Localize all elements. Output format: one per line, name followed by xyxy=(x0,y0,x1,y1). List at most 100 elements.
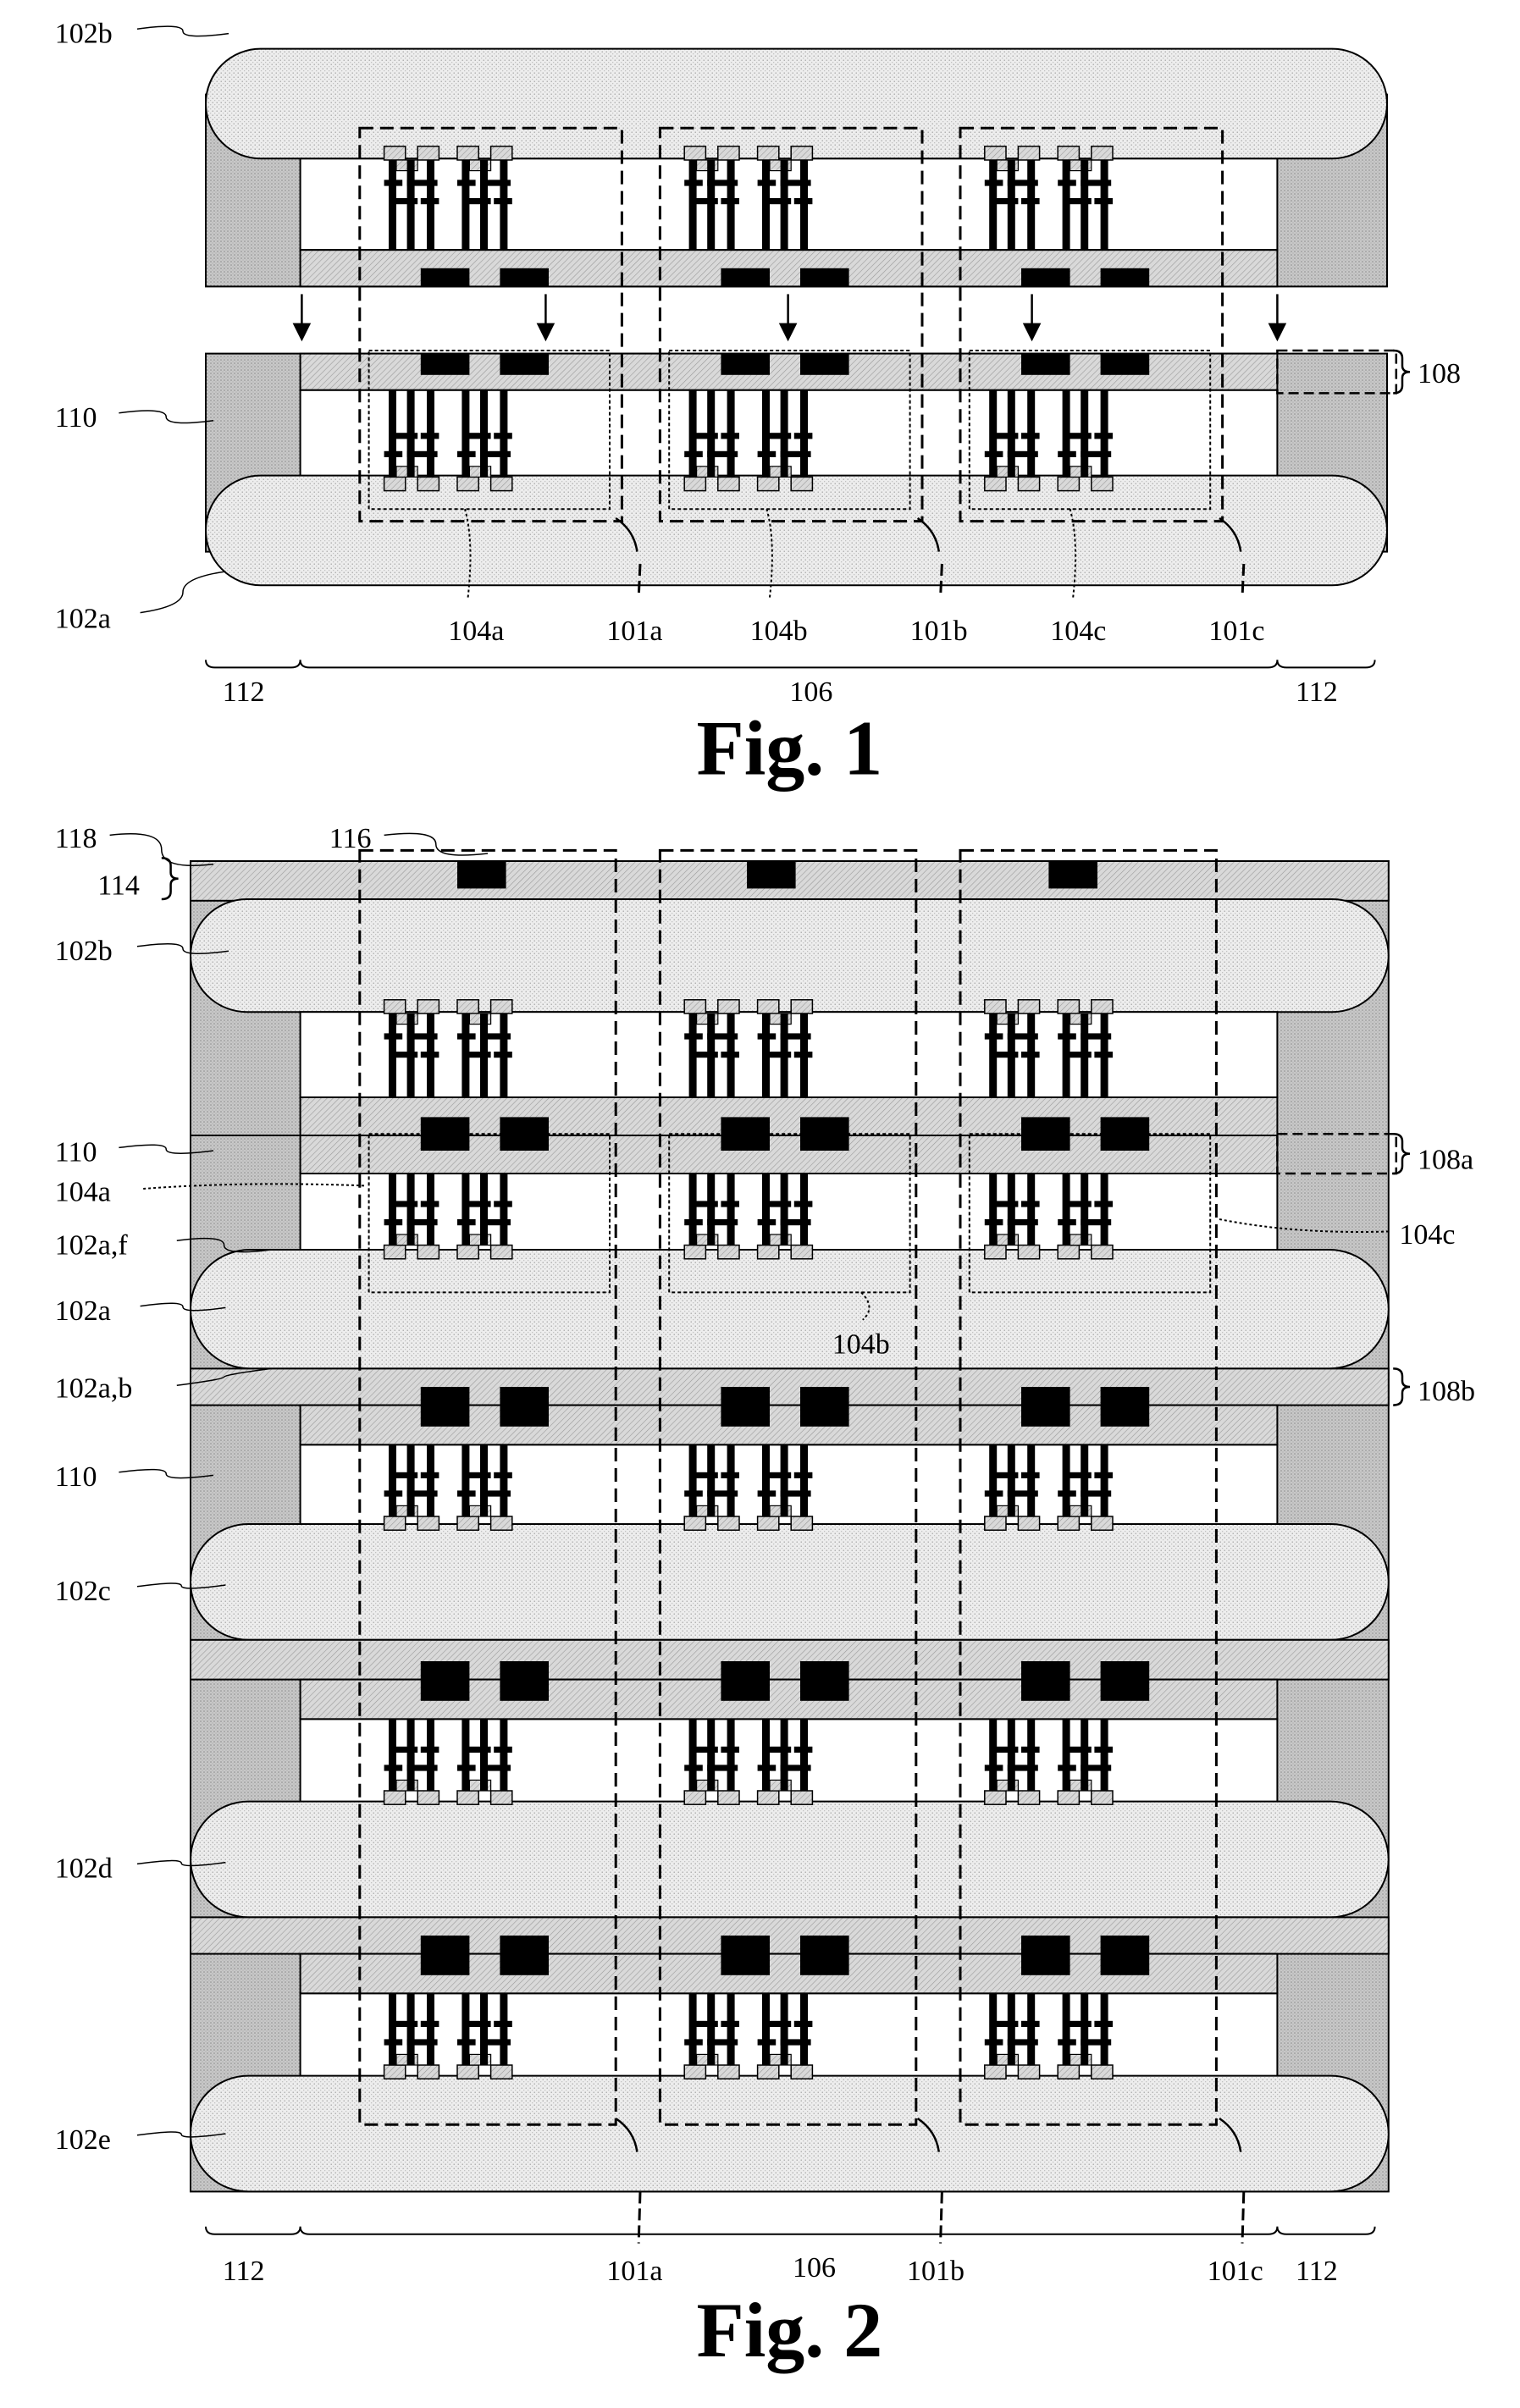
bar xyxy=(766,1201,791,1207)
bar xyxy=(694,1201,718,1207)
bar xyxy=(1094,2021,1113,2027)
bar xyxy=(1008,179,1038,185)
label-102a-b: 102a,b xyxy=(55,1373,133,1405)
label-102b: 102b xyxy=(55,936,113,967)
pad-left xyxy=(1058,2065,1079,2079)
post xyxy=(427,1993,434,2065)
pad-left xyxy=(684,2065,705,2079)
bar xyxy=(694,2021,718,2027)
bar xyxy=(494,1201,512,1207)
pad-left xyxy=(684,146,705,160)
bar xyxy=(758,451,777,457)
pad-right xyxy=(1018,2065,1039,2079)
bar xyxy=(1067,198,1092,204)
post xyxy=(462,160,469,250)
post xyxy=(500,1174,507,1245)
pad-left xyxy=(384,1000,406,1013)
post xyxy=(427,160,434,250)
pad-left xyxy=(457,1000,478,1013)
bar xyxy=(384,1033,403,1039)
post xyxy=(689,1993,697,2065)
post xyxy=(781,1444,788,1516)
post xyxy=(462,1993,469,2065)
bar xyxy=(393,1747,417,1753)
bar xyxy=(721,433,739,439)
cavity-d xyxy=(301,1719,1278,1804)
bond-pad xyxy=(421,1117,470,1151)
f2-cut-line-1 xyxy=(941,2191,942,2243)
bar xyxy=(457,1490,476,1496)
bar xyxy=(781,1765,811,1770)
bar xyxy=(994,1747,1019,1753)
bond-pad xyxy=(457,861,506,888)
post xyxy=(1081,160,1088,250)
bar xyxy=(781,1490,811,1496)
pad-right xyxy=(718,146,739,160)
leader-116 xyxy=(384,833,488,855)
bar xyxy=(1021,2021,1040,2027)
post xyxy=(1063,1993,1070,2065)
die-102c xyxy=(191,1524,1389,1640)
label-region_a: 104a xyxy=(448,616,504,647)
bar xyxy=(721,1201,739,1207)
pad-right xyxy=(718,1245,739,1259)
bar xyxy=(794,1201,813,1207)
bond-pad xyxy=(500,354,549,375)
pad-right xyxy=(417,1791,439,1804)
label-106: 106 xyxy=(789,677,832,708)
pad-left xyxy=(1058,477,1079,490)
pad-right xyxy=(491,1516,512,1530)
bond-pad xyxy=(800,268,849,287)
post xyxy=(407,1174,415,1245)
pad-left xyxy=(1058,1791,1079,1804)
bar xyxy=(781,2039,811,2045)
post xyxy=(727,1444,735,1516)
pad-left xyxy=(457,477,478,490)
bar xyxy=(994,433,1019,439)
post xyxy=(462,1719,469,1791)
label-cut_c: 101c xyxy=(1208,616,1264,647)
brace-108b xyxy=(1393,1368,1410,1405)
bond-pad xyxy=(421,1387,470,1427)
bar xyxy=(994,1201,1019,1207)
bar xyxy=(794,433,813,439)
post xyxy=(389,1993,396,2065)
bond-layer-d xyxy=(191,1640,1389,1680)
post xyxy=(781,1174,788,1245)
bar xyxy=(480,2039,511,2045)
post xyxy=(1027,1719,1035,1791)
bar xyxy=(1008,1219,1038,1225)
cavity-e xyxy=(301,1993,1278,2079)
die-102b-2 xyxy=(191,899,1389,1012)
bar xyxy=(457,1765,476,1770)
post xyxy=(989,1993,997,2065)
bar xyxy=(985,451,1003,457)
pad-left xyxy=(684,1245,705,1259)
pad-right xyxy=(1092,1791,1113,1804)
bar xyxy=(707,1765,738,1770)
f2-tree-b-0-1 xyxy=(457,1000,512,1097)
bar xyxy=(494,198,512,204)
pad-right xyxy=(791,1791,812,1804)
bar xyxy=(684,1490,703,1496)
bar xyxy=(781,1219,811,1225)
post xyxy=(989,1174,997,1245)
post xyxy=(500,1719,507,1791)
post xyxy=(1027,1444,1035,1516)
pad-right xyxy=(491,2065,512,2079)
post xyxy=(1008,1174,1015,1245)
pad-left xyxy=(985,477,1006,490)
f2-cut-line-2 xyxy=(1242,2191,1244,2243)
cavity-104 xyxy=(301,1174,1278,1259)
bar xyxy=(1021,1747,1040,1753)
post xyxy=(781,160,788,250)
top-tree-1-0 xyxy=(684,146,739,250)
top-tree-2-1 xyxy=(1058,146,1113,250)
bar xyxy=(1067,1472,1092,1478)
post xyxy=(1063,1719,1070,1791)
bar xyxy=(985,1490,1003,1496)
bar xyxy=(494,1052,512,1058)
post xyxy=(707,160,715,250)
bar xyxy=(393,1201,417,1207)
label-region_b: 104b xyxy=(750,616,808,647)
